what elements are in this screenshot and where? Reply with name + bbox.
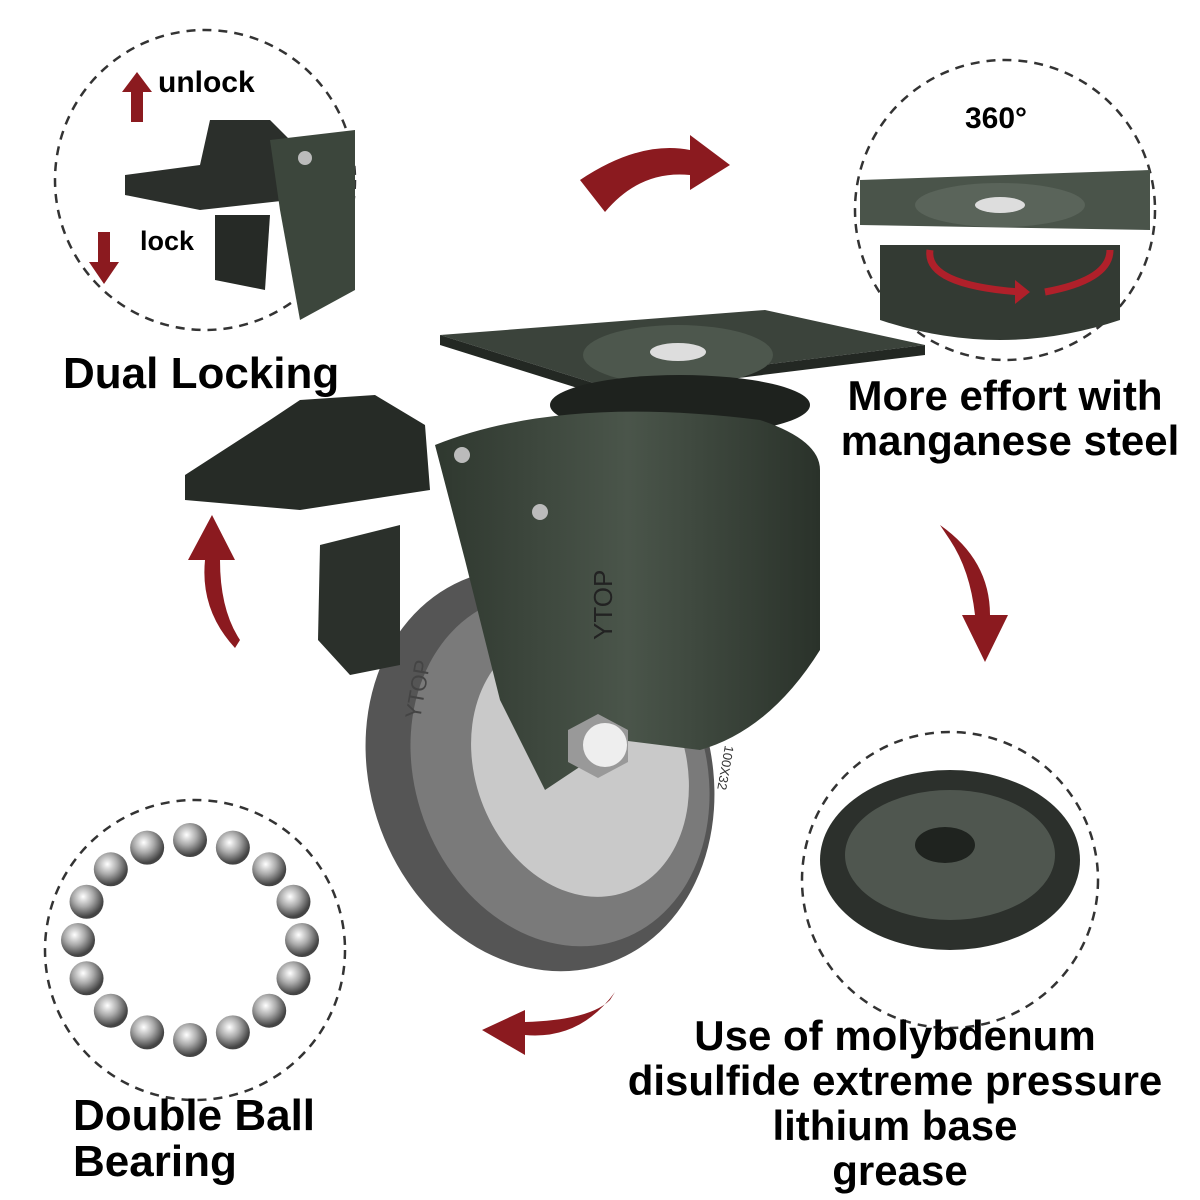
bearing-caption-line2: Bearing bbox=[73, 1137, 237, 1186]
bearing-ball bbox=[285, 923, 319, 957]
grease-caption-line4: grease bbox=[832, 1147, 967, 1194]
swivel-caption-line1: More effort with bbox=[848, 372, 1163, 419]
grease-bearing-detail-image bbox=[820, 770, 1080, 950]
bearing-ball bbox=[215, 830, 250, 865]
bearing-ball bbox=[130, 1015, 165, 1050]
bearing-ball bbox=[173, 823, 207, 857]
swivel-detail-circle bbox=[853, 58, 1157, 362]
caster-wheel-main-image: YTOP YTOP 100X32 bbox=[185, 310, 925, 972]
wheel-size-mark: 100X32 bbox=[714, 744, 737, 791]
flow-arrows bbox=[188, 135, 1008, 1055]
curved-arrow-icon bbox=[482, 992, 615, 1055]
unlock-label: unlock bbox=[158, 66, 255, 99]
curved-arrow-icon bbox=[188, 515, 240, 648]
bearing-ball bbox=[61, 923, 95, 957]
curved-arrow-icon bbox=[940, 525, 1008, 662]
dual-locking-caption: Dual Locking bbox=[63, 349, 339, 398]
bearing-caption-line1: Double Ball bbox=[73, 1091, 315, 1140]
lock-arrow-icon bbox=[89, 232, 119, 284]
bearing-ball bbox=[173, 1023, 207, 1057]
bearing-ball bbox=[130, 830, 165, 865]
ball-bearing-ring-image bbox=[61, 823, 319, 1057]
bearing-ball bbox=[93, 852, 128, 887]
grease-detail-circle bbox=[800, 730, 1100, 1030]
swivel-caption-line2: manganese steel bbox=[841, 417, 1180, 464]
grease-caption-line1: Use of molybdenum bbox=[694, 1012, 1095, 1059]
lock-label: lock bbox=[140, 226, 195, 256]
rotation-label: 360° bbox=[965, 102, 1027, 135]
bearing-ball bbox=[252, 993, 287, 1028]
brand-mark: YTOP bbox=[588, 570, 618, 640]
bearing-ball bbox=[69, 961, 104, 996]
brake-detail-image bbox=[125, 120, 355, 320]
bearing-ball bbox=[93, 993, 128, 1028]
grease-caption-line2: disulfide extreme pressure bbox=[628, 1057, 1163, 1104]
grease-caption-line3: lithium base bbox=[772, 1102, 1017, 1149]
rotation-arrow-icon bbox=[926, 249, 1114, 296]
curved-arrow-icon bbox=[580, 135, 730, 212]
bearing-ball bbox=[276, 884, 311, 919]
bearing-ball bbox=[252, 852, 287, 887]
bearing-ball bbox=[215, 1015, 250, 1050]
unlock-arrow-icon bbox=[122, 72, 152, 122]
bearing-ball bbox=[69, 884, 104, 919]
bearing-ball bbox=[276, 961, 311, 996]
bearing-detail-circle bbox=[43, 798, 347, 1102]
